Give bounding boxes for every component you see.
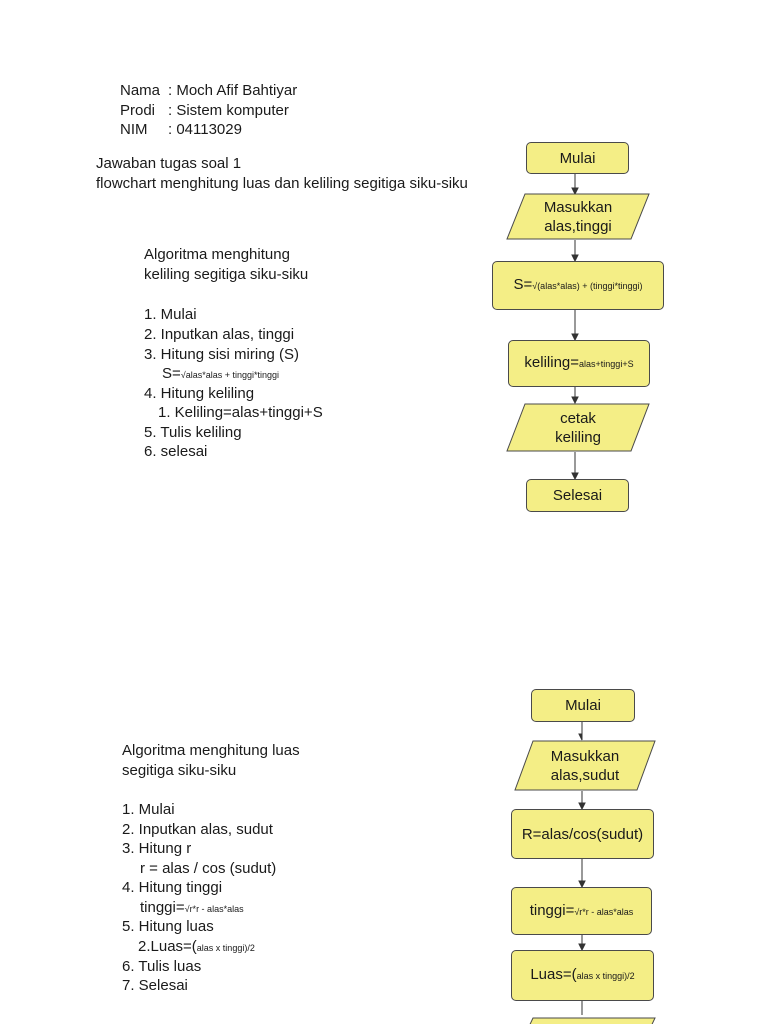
flow-luas-process-tinggi: tinggi=√r*r - alas*alas (511, 887, 652, 935)
arrowhead (571, 472, 579, 481)
formula-prefix: tinggi= (140, 899, 185, 916)
step-item: 1. Mulai (144, 306, 197, 323)
algorithm-keliling-title-2: keliling segitiga siku-siku (144, 266, 309, 283)
prodi-value: : Sistem komputer (168, 102, 289, 119)
formula-small: √(alas*alas) + (tinggi*tinggi) (532, 281, 643, 291)
formula-prefix: tinggi= (529, 901, 575, 919)
step-item: 2. Inputkan alas, tinggi (144, 326, 295, 343)
step-item: 6. selesai (144, 443, 208, 460)
step-item: 7. Selesai (122, 977, 188, 994)
flow-keliling-process-keliling: keliling=alas+tinggi+S (508, 340, 650, 387)
arrowhead (578, 802, 586, 811)
formula-small: alas+tinggi+S (579, 359, 634, 369)
flow-keliling-process-s: S=√(alas*alas) + (tinggi*tinggi) (492, 261, 664, 310)
arrowhead (578, 733, 583, 741)
flow-keliling-end: Selesai (526, 479, 629, 512)
flow-luas-process-r: R=alas/cos(sudut) (511, 809, 654, 859)
parallelogram-shape (514, 740, 656, 791)
nim-value: : 04113029 (168, 121, 242, 138)
flow-label: Luas=(alas x tinggi)/2 (530, 966, 634, 985)
step-formula: 2.Luas=(alas x tinggi)/2 (138, 937, 255, 958)
step-item: 2. Inputkan alas, sudut (122, 821, 273, 838)
step-subitem: 1. Keliling=alas+tinggi+S (158, 404, 323, 421)
formula-prefix: keliling= (524, 354, 580, 371)
nim-label: NIM (120, 121, 148, 138)
arrowhead (571, 187, 579, 196)
step-item: 3. Hitung sisi miring (S) (144, 346, 300, 363)
arrowhead (571, 333, 579, 342)
formula-small: √r*r - alas*alas (184, 904, 244, 914)
flow-keliling-start: Mulai (526, 142, 629, 174)
arrowhead (578, 880, 586, 889)
formula-prefix: 2.Luas=( (138, 938, 197, 955)
step-item: 4. Hitung keliling (144, 385, 255, 402)
algorithm-luas-title-2: segitiga siku-siku (122, 762, 237, 779)
step-item: 5. Tulis keliling (144, 424, 242, 441)
assignment-title: Jawaban tugas soal 1 (96, 155, 242, 172)
formula-prefix: Luas=( (530, 966, 577, 983)
step-subitem: r = alas / cos (sudut) (140, 860, 277, 877)
step-item: 1. Mulai (122, 801, 175, 818)
flow-label-line-2: keliling (555, 428, 601, 446)
formula-prefix: S= (162, 365, 181, 382)
step-formula: S=√alas*alas + tinggi*tinggi (162, 364, 279, 385)
formula-small: alas x tinggi)/2 (576, 971, 635, 981)
flow-label-line-1: Masukkan (550, 747, 620, 765)
flow-label: keliling=alas+tinggi+S (524, 354, 633, 373)
flow-label-line-1: Masukkan (543, 198, 613, 216)
flow-label: Selesai (552, 487, 603, 504)
parallelogram-shape (506, 193, 650, 240)
flow-label: S=√(alas*alas) + (tinggi*tinggi) (513, 276, 642, 295)
parallelogram-shape (506, 403, 650, 452)
parallelogram-shape (529, 1017, 656, 1024)
step-item: 3. Hitung r (122, 840, 192, 857)
flow-label-line-1: cetak (560, 409, 596, 427)
flow-luas-start: Mulai (531, 689, 635, 722)
flow-luas-process-luas: Luas=(alas x tinggi)/2 (511, 950, 654, 1001)
algorithm-luas-title: Algoritma menghitung luas (122, 742, 300, 759)
flow-label: Mulai (565, 697, 601, 714)
flow-label: R=alas/cos(sudut) (521, 825, 644, 843)
flow-label-line-2: alas,tinggi (544, 217, 612, 235)
nama-label: Nama (120, 82, 161, 99)
prodi-label: Prodi (120, 102, 156, 119)
step-item: 5. Hitung luas (122, 918, 214, 935)
formula-small: √r*r - alas*alas (574, 906, 634, 917)
step-formula: tinggi=√r*r - alas*alas (140, 898, 244, 919)
step-item: 6. Tulis luas (122, 958, 202, 975)
nama-value: : Moch Afif Bahtiyar (168, 82, 298, 99)
formula-small: alas x tinggi)/2 (196, 943, 255, 953)
flow-luas-output-partial (514, 1017, 656, 1024)
flow-label: Mulai (559, 149, 596, 167)
flow-label-line-2: alas,sudut (550, 766, 620, 784)
step-item: 4. Hitung tinggi (122, 879, 223, 896)
algorithm-keliling-title: Algoritma menghitung (144, 246, 290, 263)
formula-small: √alas*alas + tinggi*tinggi (180, 370, 280, 380)
arrowhead (571, 396, 579, 405)
formula-prefix: S= (513, 276, 533, 293)
assignment-subtitle: flowchart menghitung luas dan keliling s… (96, 175, 468, 192)
arrowhead (571, 254, 579, 263)
flow-label: tinggi=√r*r - alas*alas (530, 902, 634, 921)
arrowhead (578, 943, 586, 952)
